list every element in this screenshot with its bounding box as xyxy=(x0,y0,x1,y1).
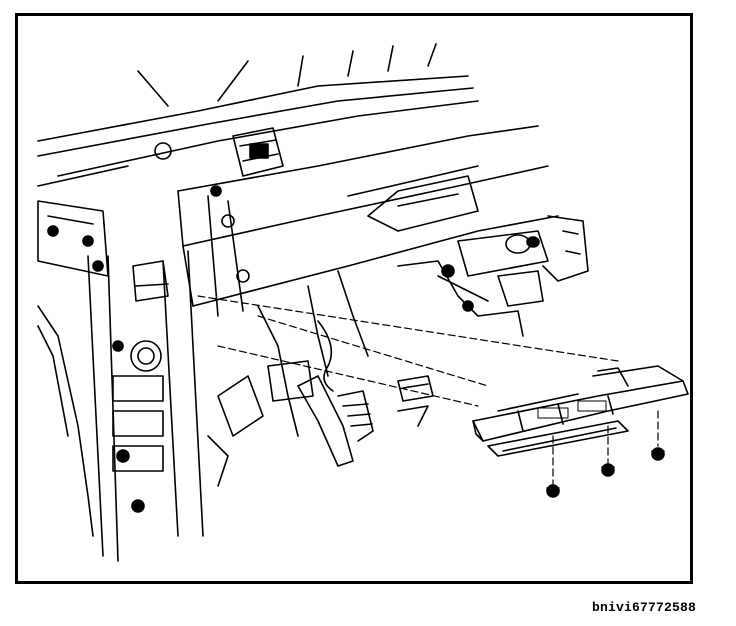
steering-column-support xyxy=(397,215,589,337)
instrument-panel-support-illustration xyxy=(37,43,689,562)
bolt-icon xyxy=(601,463,615,477)
bolt-fasteners xyxy=(546,447,665,498)
bolt-icon xyxy=(546,484,560,498)
upper-bracket xyxy=(232,127,284,177)
knee-bolster-bracket xyxy=(472,365,689,457)
cross-car-beam xyxy=(154,125,559,317)
cowl-lines xyxy=(37,43,479,187)
left-mount-plate xyxy=(37,200,109,277)
assembly-guide-lines xyxy=(197,295,659,487)
figure-caption-code: bnivi67772588 xyxy=(591,600,696,615)
bolt-icon xyxy=(651,447,665,461)
mid-wiring xyxy=(207,270,369,487)
hinge-pillar xyxy=(37,250,204,562)
diagram-frame xyxy=(15,13,693,584)
pedal-assembly xyxy=(297,375,434,467)
